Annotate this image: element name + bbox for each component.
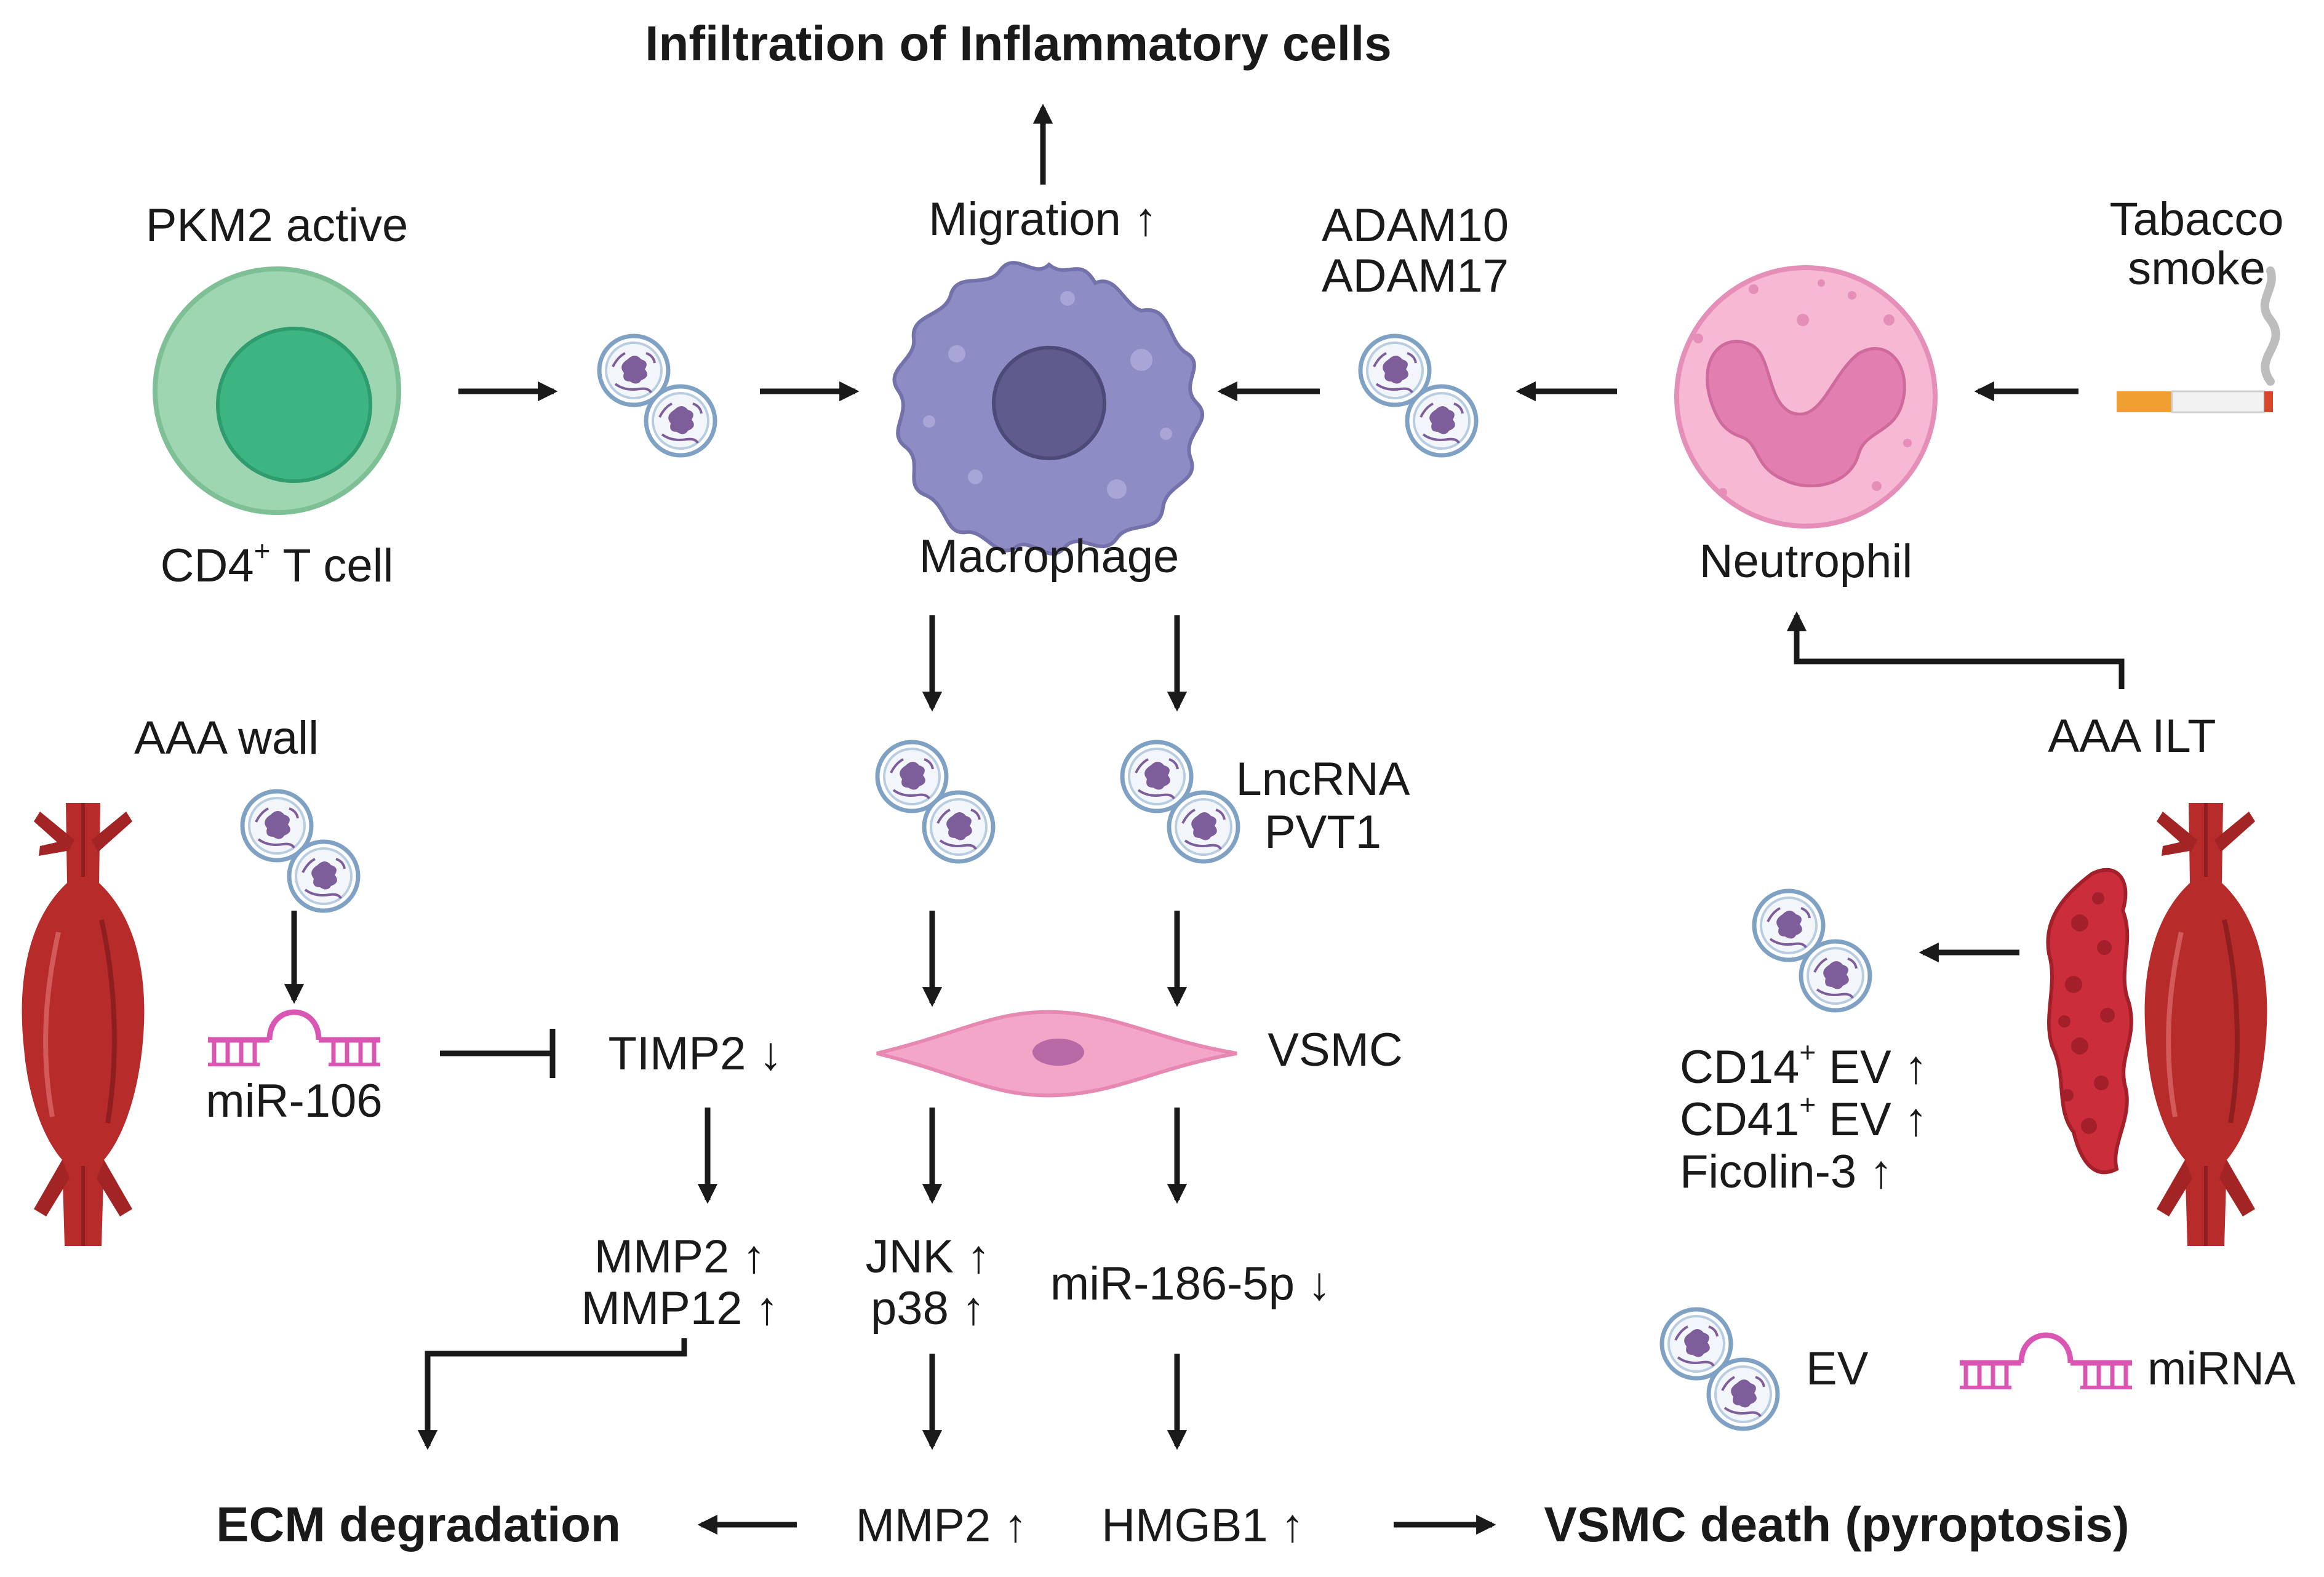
ev-macrophage-right-icon: [1122, 742, 1238, 861]
adam10-label: ADAM10: [1322, 199, 1509, 252]
aaa-wall-label: AAA wall: [134, 712, 319, 764]
legend: EV miRNA: [1662, 1309, 2296, 1429]
adam17-label: ADAM17: [1322, 250, 1509, 302]
mir106-label: miR-106: [206, 1075, 382, 1127]
legend-mirna-icon: [1960, 1335, 2132, 1387]
aaa-ilt-aorta-icon: [2145, 803, 2267, 1246]
jnk-label: JNK ↑: [866, 1231, 991, 1283]
ev-neutrophil-icon: [1360, 336, 1476, 455]
cd4-t-cell: [153, 266, 401, 515]
tabacco-label-line2: smoke: [2128, 242, 2266, 295]
timp2-label: TIMP2 ↓: [609, 1028, 783, 1080]
inhibition-mir106-timp2: [440, 1029, 556, 1078]
tabacco-label-line1: Tabacco: [2109, 193, 2283, 246]
ecm-degradation-label: ECM degradation: [216, 1497, 621, 1552]
pkm2-label: PKM2 active: [146, 199, 409, 252]
vsmc-cell: [876, 1010, 1237, 1098]
cigarette-icon: [2117, 266, 2280, 413]
lncrna-label: LncRNA: [1236, 753, 1410, 805]
cd41-ev-label: CD41+ EV ↑: [1680, 1088, 1928, 1146]
ficolin3-label: Ficolin-3 ↑: [1680, 1146, 1893, 1198]
aaa-ilt-label: AAA ILT: [2048, 710, 2216, 762]
legend-ev-icon: [1662, 1309, 1778, 1429]
mmp12-label: MMP12 ↑: [581, 1282, 779, 1335]
vsmc-death-label: VSMC death (pyroptosis): [1544, 1497, 2129, 1552]
mir186-label: miR-186-5p ↓: [1050, 1258, 1331, 1310]
arrow-mmp-to-ecm: [417, 1338, 687, 1450]
vsmc-label: VSMC: [1268, 1024, 1403, 1076]
hmgb1-label: HMGB1 ↑: [1101, 1499, 1304, 1552]
mmp2-label-upper: MMP2 ↑: [594, 1231, 766, 1283]
cd14-ev-label: CD14+ EV ↑: [1680, 1036, 1928, 1093]
ev-aaa-wall-icon: [242, 791, 358, 911]
cd4-t-cell-label: CD4+ T cell: [161, 535, 394, 592]
pvt1-label: PVT1: [1264, 806, 1381, 858]
p38-label: p38 ↑: [871, 1282, 985, 1335]
infiltration-label: Infiltration of Inflammatory cells: [645, 16, 1392, 71]
ev-tcell-icon: [599, 336, 715, 455]
neutrophil-cell: [1674, 265, 1938, 529]
mirna-icon: [208, 1012, 380, 1064]
ev-ilt-icon: [1754, 891, 1870, 1010]
arrow-ilt-to-neutrophil: [1786, 611, 2125, 689]
macrophage-label: Macrophage: [919, 530, 1180, 583]
legend-mirna-label: miRNA: [2147, 1343, 2296, 1395]
mmp2-label-lower: MMP2 ↑: [856, 1499, 1028, 1552]
neutrophil-label: Neutrophil: [1699, 535, 1912, 588]
ev-macrophage-left-icon: [877, 742, 993, 861]
legend-ev-label: EV: [1806, 1343, 1869, 1395]
macrophage-cell: [892, 261, 1204, 556]
migration-label: Migration ↑: [928, 193, 1157, 246]
thrombus-icon: [2046, 868, 2133, 1175]
aaa-wall-aorta-icon: [22, 803, 145, 1246]
